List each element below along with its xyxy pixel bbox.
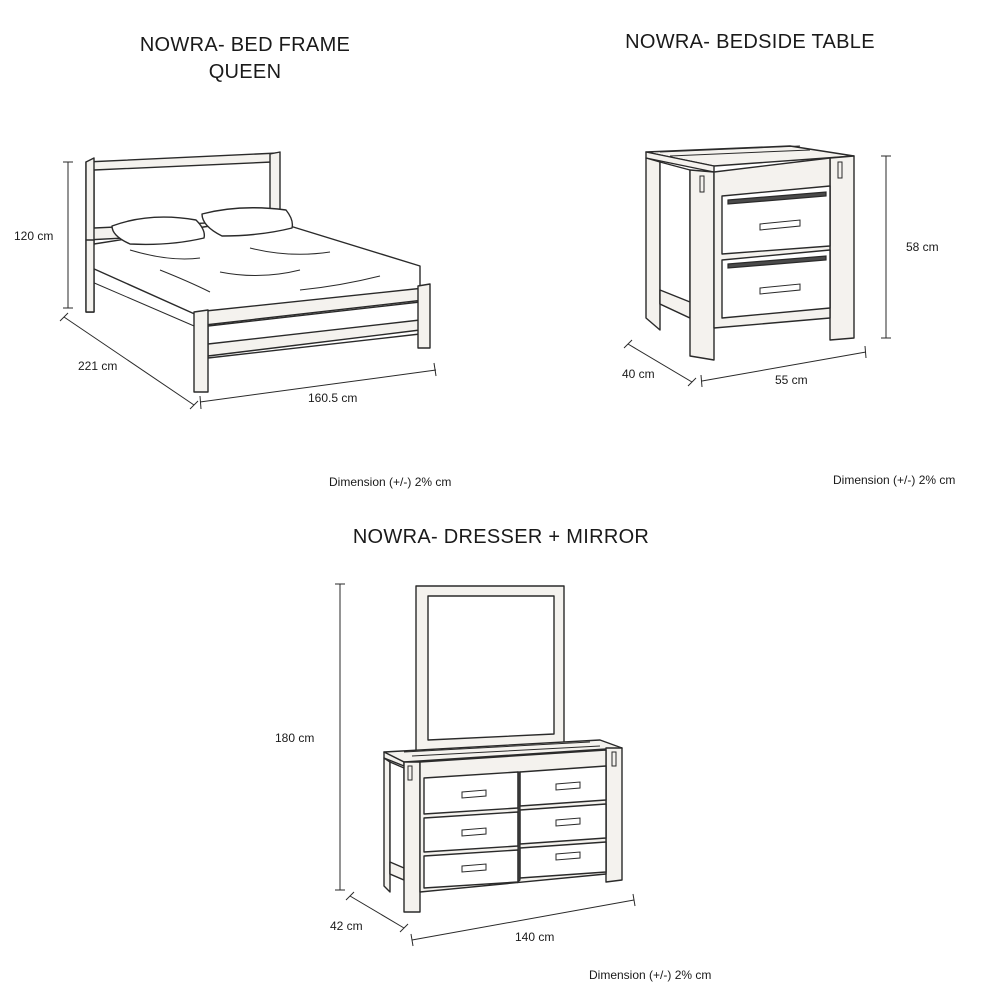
dresser-tolerance-note: Dimension (+/-) 2% cm [589,968,712,982]
bed-depth-label: 221 cm [78,359,118,373]
bed-width-label: 160.5 cm [308,391,358,405]
bed-tolerance-note: Dimension (+/-) 2% cm [329,475,452,489]
bedside-table-title: NOWRA- BEDSIDE TABLE [625,31,875,53]
dresser-width-label: 140 cm [515,930,555,944]
bedside-height-label: 58 cm [906,240,939,254]
bedside-tolerance-note: Dimension (+/-) 2% cm [833,473,956,487]
bed-frame-title: NOWRA- BED FRAME QUEEN [95,32,395,86]
bed-height-label: 120 cm [14,229,54,243]
dresser-depth-label: 42 cm [330,919,363,933]
bed-frame-title-line2: QUEEN [208,61,282,83]
bedside-depth-label: 40 cm [622,367,655,381]
dresser-mirror-title: NOWRA- DRESSER + MIRROR [352,526,650,548]
bedside-width-label: 55 cm [775,373,808,387]
bed-frame-title-line1: NOWRA- BED FRAME [139,34,351,56]
dresser-height-label: 180 cm [275,731,315,745]
